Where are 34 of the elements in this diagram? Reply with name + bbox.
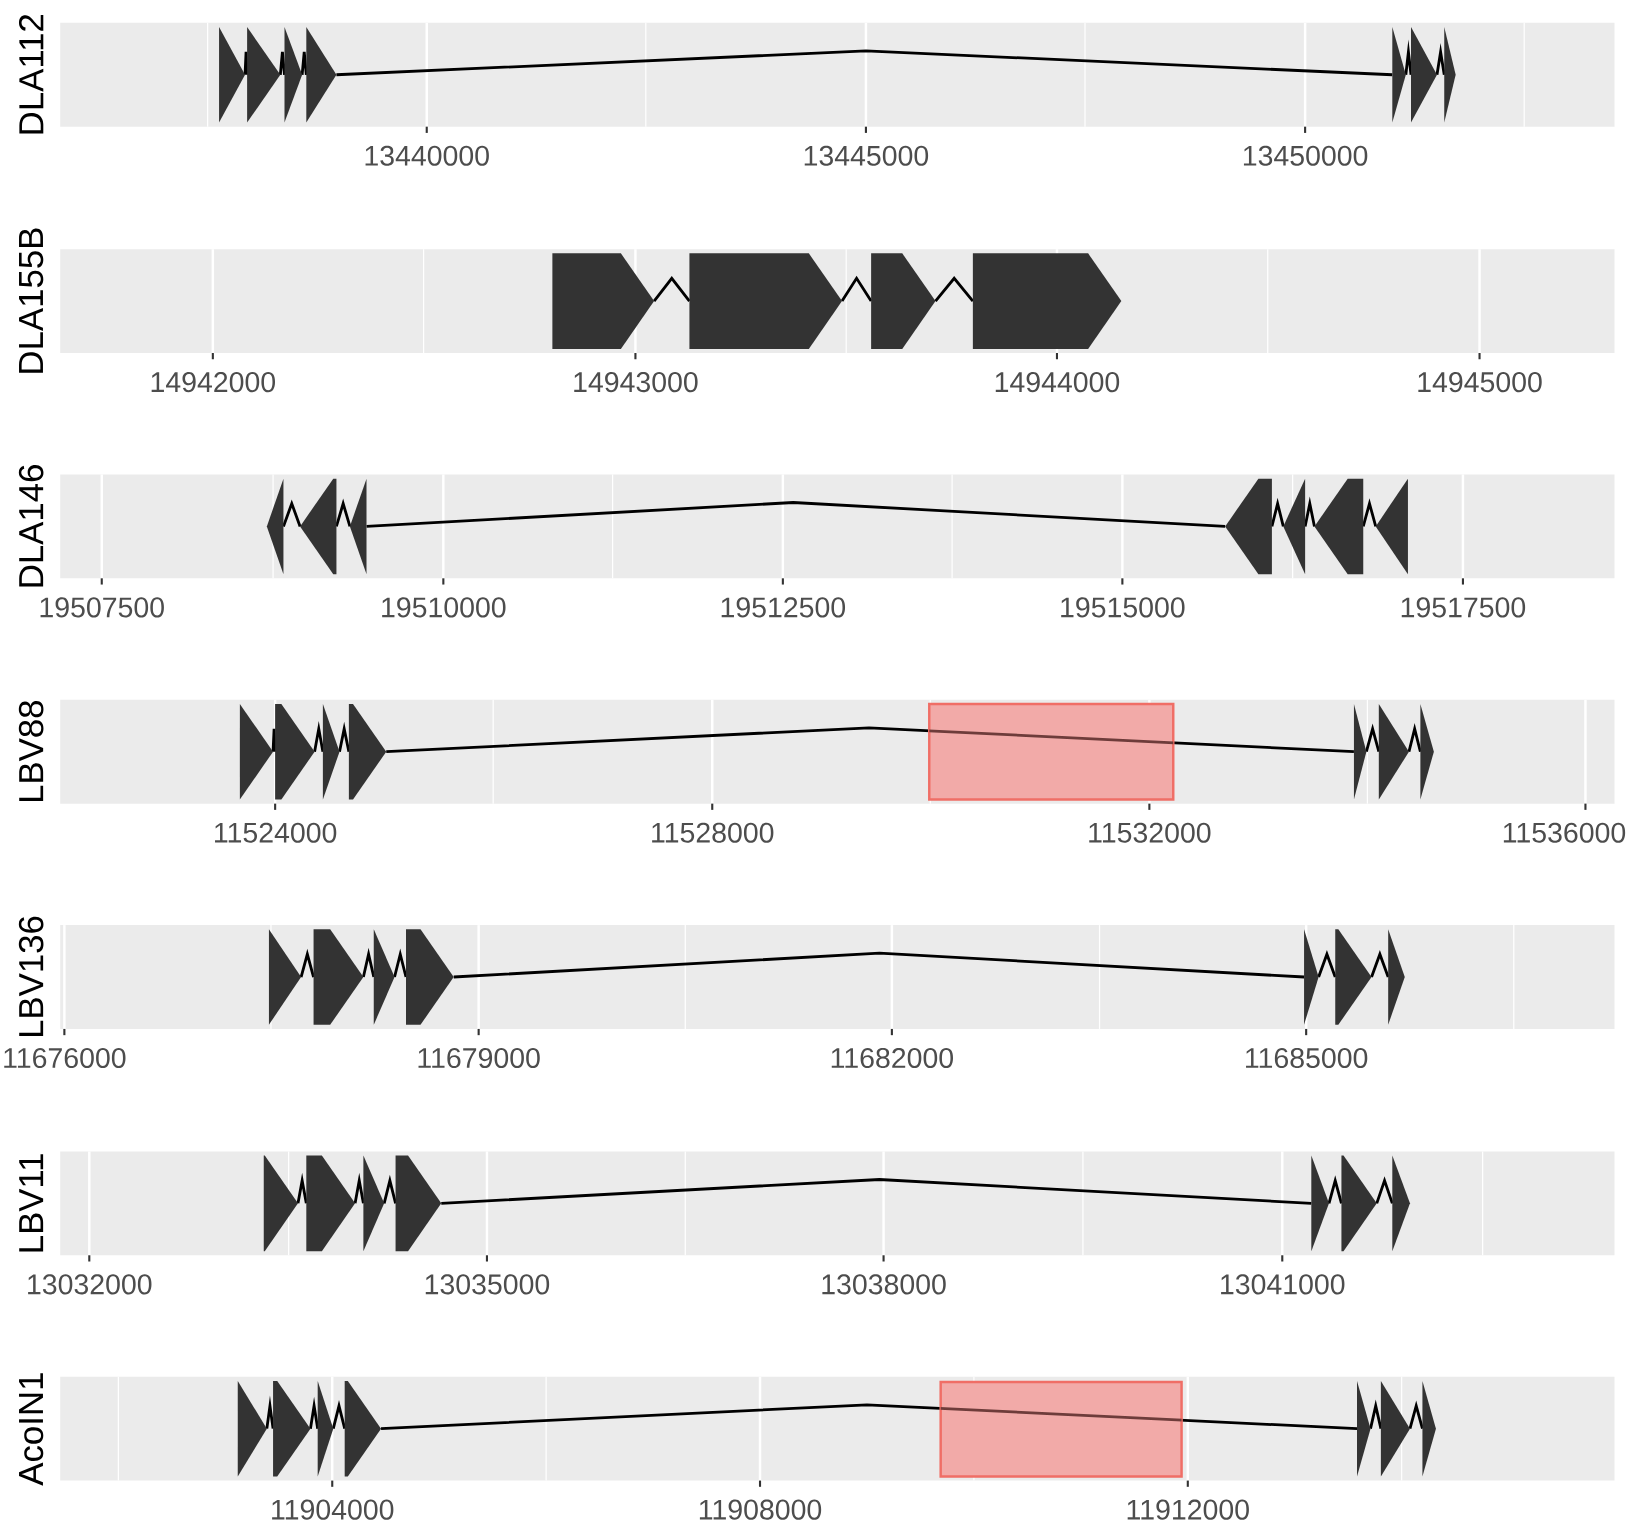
panel-label: DLA112 bbox=[19, 14, 44, 134]
tick-label: 11904000 bbox=[272, 1499, 394, 1520]
panel-label: LBV88 bbox=[18, 700, 44, 801]
tick-label: 13450000 bbox=[1243, 145, 1368, 166]
panel-label: LBV11 bbox=[19, 1154, 44, 1252]
tick-label: 13041000 bbox=[1221, 1274, 1345, 1295]
tick-label: 14943000 bbox=[574, 371, 698, 393]
panel-label: DLA146 bbox=[18, 465, 44, 587]
tick-label: 14944000 bbox=[995, 371, 1120, 393]
tick-label: 13032000 bbox=[28, 1274, 152, 1295]
panel-label: AcoIN1 bbox=[19, 1373, 44, 1486]
tick-label: 19517500 bbox=[1401, 597, 1526, 618]
tick-label: 11536000 bbox=[1503, 822, 1626, 843]
tick-label: 14945000 bbox=[1418, 371, 1542, 393]
tick-label: 13440000 bbox=[365, 145, 489, 166]
panel-label: DLA155B bbox=[19, 228, 44, 373]
tick-label: 19507500 bbox=[40, 597, 164, 618]
tick-label: 11682000 bbox=[831, 1047, 953, 1068]
tick-label: 11676000 bbox=[4, 1047, 126, 1068]
tick-label: 11912000 bbox=[1127, 1499, 1249, 1520]
tick-label: 11524000 bbox=[215, 822, 337, 843]
tick-label: 11532000 bbox=[1089, 822, 1211, 843]
tick-label: 19515000 bbox=[1061, 597, 1185, 618]
panel-label: LBV136 bbox=[18, 916, 44, 1036]
tick-label: 19512500 bbox=[721, 597, 846, 618]
tick-label: 11528000 bbox=[652, 822, 774, 843]
tick-label: 13445000 bbox=[804, 145, 929, 166]
tick-label: 11685000 bbox=[1246, 1047, 1368, 1068]
tick-label: 19510000 bbox=[382, 597, 506, 618]
tick-label: 11908000 bbox=[699, 1499, 822, 1520]
tick-label: 11679000 bbox=[418, 1047, 540, 1068]
tick-label: 13038000 bbox=[822, 1274, 946, 1295]
tick-label: 14942000 bbox=[151, 371, 276, 393]
tick-label: 13035000 bbox=[425, 1274, 550, 1295]
